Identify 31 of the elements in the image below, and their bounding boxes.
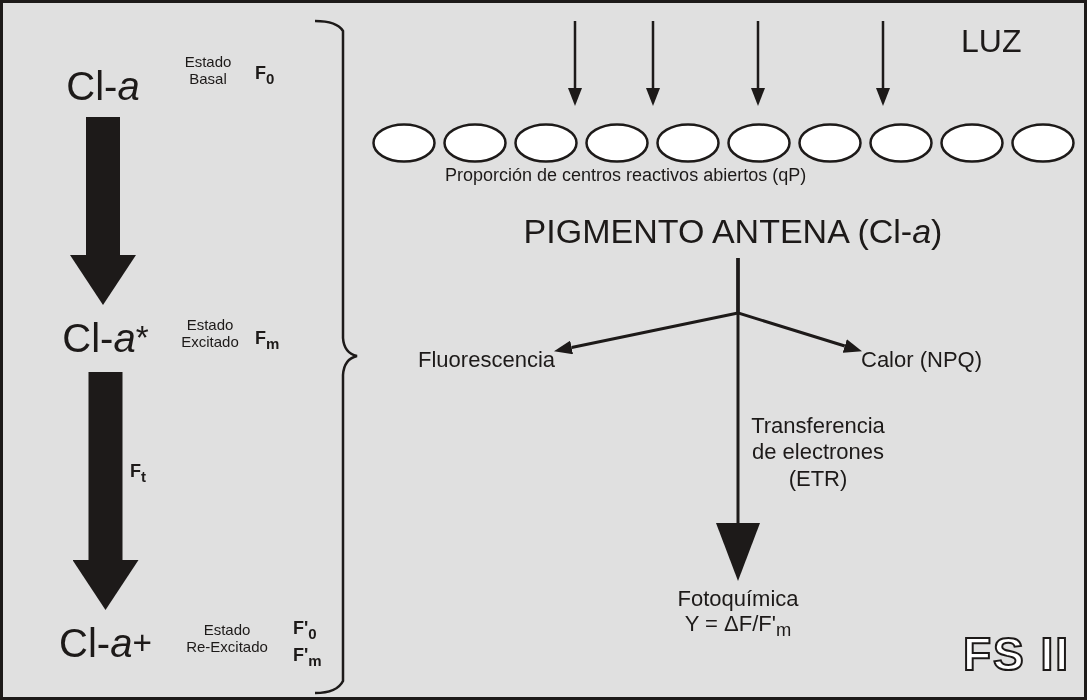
edge-label: Transferencia de electrones (ETR) (750, 413, 886, 493)
fluorescence-parameter: F'$_{m}$ (293, 645, 322, 669)
oval-shape (798, 123, 862, 163)
fluorescence-parameter: F$_{0}$ (255, 63, 275, 87)
node-label: PIGMENTO ANTENA (Cl-a) (493, 206, 973, 258)
oval-shape (372, 123, 436, 163)
formula: Y = ΔF/F'$_{m}$ (684, 610, 792, 641)
state-description: Estado Basal (183, 53, 233, 88)
thick-arrow (70, 117, 136, 305)
thick-arrow (72, 372, 139, 610)
light-label: LUZ (961, 23, 1022, 60)
oval-shape (727, 123, 791, 163)
oval-shape (585, 123, 649, 163)
state-description: Estado Re-Excitado (185, 621, 269, 656)
edge-label: F$_{t}$ (129, 461, 147, 486)
fluorescence-parameter: F$_{m}$ (255, 328, 280, 352)
caption-text: Proporción de centros reactivos abiertos (qP) (445, 165, 807, 186)
oval-shape (940, 123, 1004, 163)
oval-shape (656, 123, 720, 163)
oval-shape (1011, 123, 1075, 163)
fluorescence-parameter: F'$_{0}$ (293, 618, 317, 642)
node-label: Fotoquímica (677, 585, 799, 611)
oval-shape (443, 123, 507, 163)
state-description: Estado Excitado (180, 316, 240, 351)
oval-shape (514, 123, 578, 163)
state-label: Cl-a (43, 58, 163, 113)
node-label: Fluorescencia (359, 343, 555, 377)
node-label: Calor (NPQ) (861, 343, 1067, 377)
arrow (716, 258, 760, 581)
oval-shape (869, 123, 933, 163)
photosystem-label: FS II (963, 631, 1071, 677)
